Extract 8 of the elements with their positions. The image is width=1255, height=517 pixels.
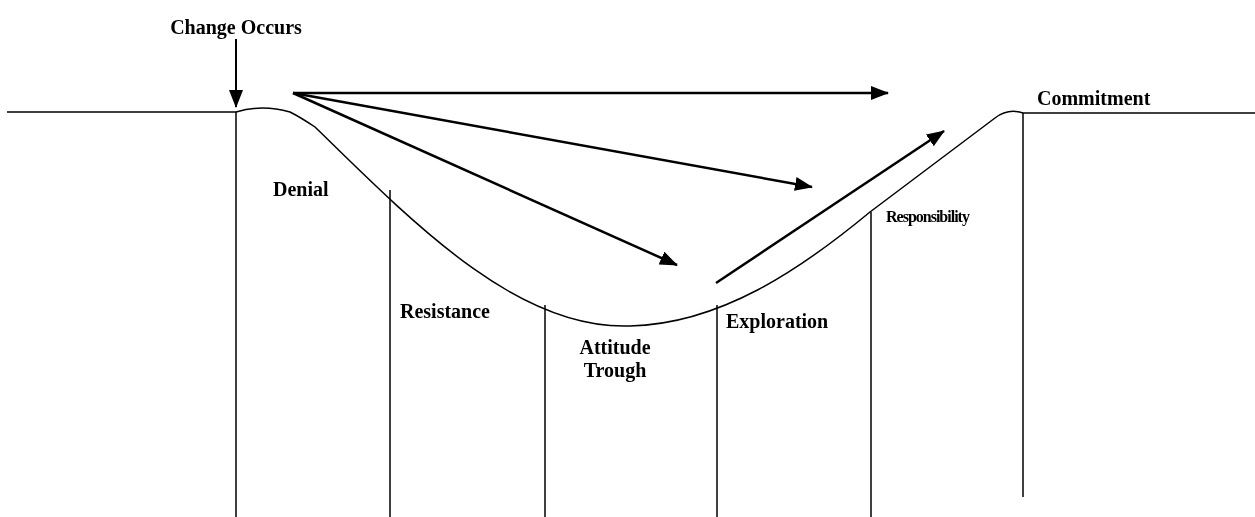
arrow	[229, 38, 243, 108]
callout-text: Change Occurs	[146, 16, 326, 39]
stage-label: Resistance	[400, 300, 490, 323]
stage-label: Commitment	[1037, 87, 1151, 110]
stage-label: Attitude Trough	[578, 336, 652, 382]
stage-label: Exploration	[726, 310, 829, 333]
stage-label: Denial	[273, 178, 329, 201]
stage-label: Responsibility	[886, 207, 969, 228]
